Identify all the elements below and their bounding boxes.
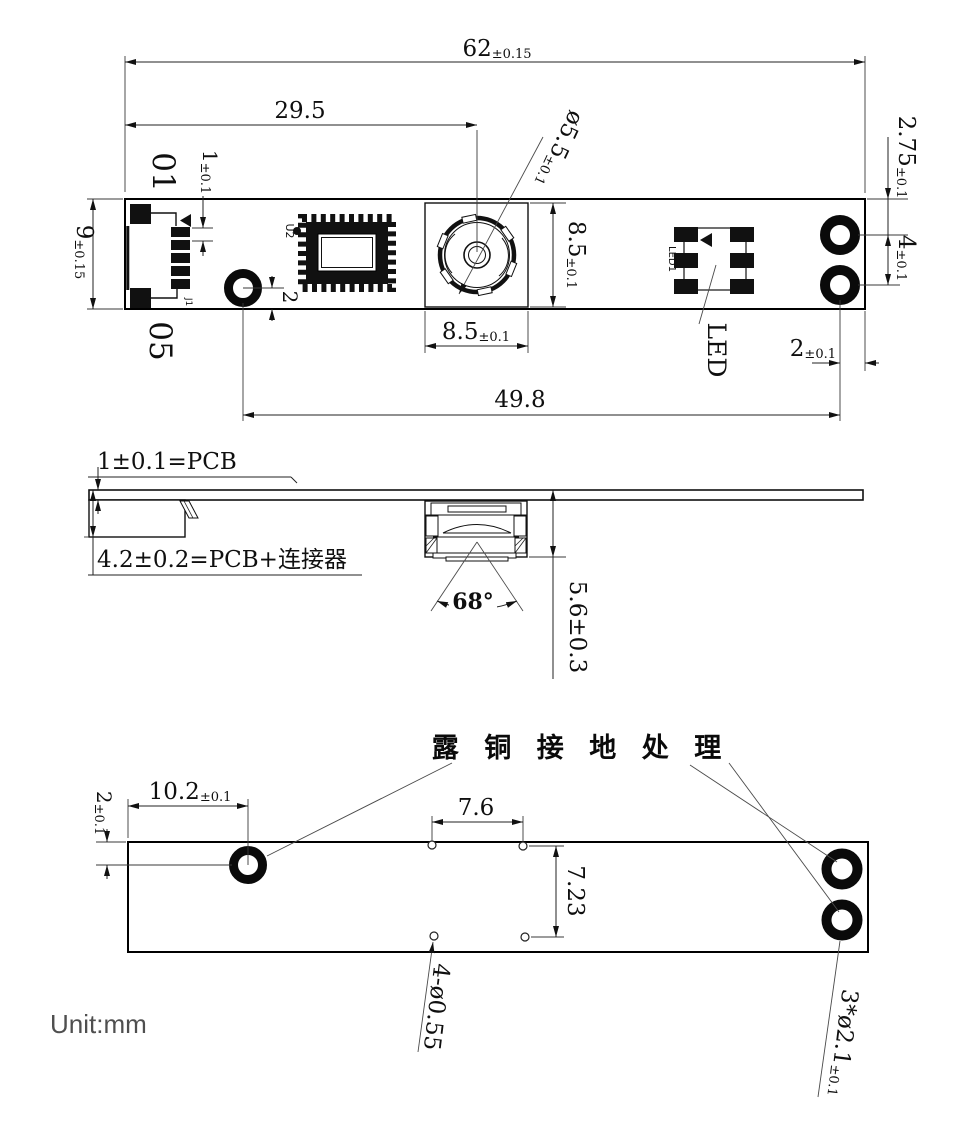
dim-text-8-5-h: 8.5±0.1 <box>442 319 510 345</box>
mount-hole-right-upper <box>820 215 860 255</box>
camera-side-profile <box>424 500 528 562</box>
pcb-board-outline-bottom <box>127 841 869 953</box>
dim-text-68deg: 68° <box>452 589 494 615</box>
dim-hole-spacing: 4±0.1 <box>858 235 919 286</box>
via-d <box>429 931 439 941</box>
pin1-triangle-marker <box>180 214 191 227</box>
ref-designator-u2: U2 <box>283 223 296 238</box>
ref-designator-led1: LED1 <box>666 246 677 272</box>
dim-text-lens-dia: ø5.5±0.1 <box>530 106 588 191</box>
mount-hole-right-upper-bottom <box>821 848 863 890</box>
via-c <box>520 932 530 942</box>
dim-fov-angle: 68° <box>430 541 524 615</box>
dim-text-29-5: 29.5 <box>274 98 325 124</box>
camera-module-top <box>424 202 529 308</box>
dim-text-62: 62±0.15 <box>462 36 531 62</box>
mount-hole-right-lower-bottom <box>821 899 863 941</box>
note-text-pcb-thickness: 1±0.1=PCB <box>97 449 237 475</box>
lens-barrel-tabs <box>436 213 518 297</box>
ic-die <box>317 233 377 272</box>
bottom-view: 露 铜 接 地 处 理 10.2±0.1 2±0.1 7.6 <box>91 733 869 1099</box>
dim-hole-distance: 49.8 <box>242 300 841 421</box>
pcb-profile <box>88 489 864 501</box>
dim-text-7-23: 7.23 <box>562 865 588 916</box>
dim-text-2-right: 2±0.1 <box>790 336 836 362</box>
dim-lens-center-x: 29.5 <box>125 98 478 252</box>
connector-side-profile <box>88 499 199 538</box>
callout-text-vias: 4-ø0.55 <box>418 962 454 1052</box>
ic-u2: U2 <box>283 214 396 292</box>
dim-text-pin-pitch: 1±0.1 <box>197 150 222 194</box>
dim-text-9: 9±0.15 <box>71 225 97 279</box>
dim-module-height: 5.6±0.3 <box>529 490 590 679</box>
dim-via-span-y: 7.23 <box>529 845 588 938</box>
dim-hole-offset-x: 10.2±0.1 <box>127 779 249 865</box>
dim-text-2-hole: 2 <box>278 291 302 304</box>
dim-text-10-2: 10.2±0.1 <box>149 779 232 805</box>
via-a <box>427 840 437 850</box>
dim-text-5-6: 5.6±0.3 <box>564 581 590 673</box>
dim-text-7-6: 7.6 <box>458 795 495 821</box>
dim-text-2-75: 2.75±0.1 <box>893 116 919 199</box>
dim-text-2-bottom: 2±0.1 <box>91 791 116 835</box>
dim-hole-right-offset: 2±0.1 <box>790 311 879 371</box>
copper-ground-note: 露 铜 接 地 处 理 <box>266 733 840 913</box>
note-pcb-thickness: 1±0.1=PCB <box>88 449 298 514</box>
dim-text-4: 4±0.1 <box>893 235 919 281</box>
led-polarity-triangle <box>700 233 712 247</box>
dim-text-8-5-v: 8.5±0.1 <box>563 221 589 289</box>
silkscreen-mark-01: 01 <box>145 152 181 191</box>
dim-hole-top-offset: 2.75±0.1 <box>858 116 919 236</box>
via-b <box>518 841 528 851</box>
callout-text-mount-holes: 3*ø2.1±0.1 <box>823 988 862 1099</box>
dim-hole-to-edge: 2 <box>243 276 302 321</box>
note-text-stack-height: 4.2±0.2=PCB+连接器 <box>97 547 347 573</box>
callout-mount-holes: 3*ø2.1±0.1 <box>817 940 862 1099</box>
callout-vias: 4-ø0.55 <box>417 941 454 1053</box>
led-callout-text: LED <box>702 323 731 378</box>
ref-designator-j1: J1 <box>183 297 193 306</box>
led-component: LED1 <box>666 227 754 294</box>
led-leader-line <box>698 264 717 325</box>
top-view: J1 01 05 U2 <box>71 36 919 421</box>
side-view: 68° 5.6±0.3 1±0.1=PCB 4.2±0.2=PCB+连接器 <box>84 449 864 679</box>
dim-board-width: 62±0.15 <box>124 36 866 193</box>
dim-via-span-x: 7.6 <box>431 795 524 842</box>
note-stack-height: 4.2±0.2=PCB+连接器 <box>84 490 362 576</box>
ic-pins <box>298 214 396 292</box>
dim-camera-height: 8.5±0.1 <box>530 202 589 308</box>
dim-hole-offset-y: 2±0.1 <box>91 791 232 879</box>
dim-board-height: 9±0.15 <box>71 198 123 310</box>
unit-label: Unit:mm <box>50 1009 147 1039</box>
copper-ground-title: 露 铜 接 地 处 理 <box>432 733 731 763</box>
connector-j1: J1 <box>126 204 193 308</box>
dim-text-49-8: 49.8 <box>494 387 545 413</box>
dim-camera-width: 8.5±0.1 <box>424 311 529 353</box>
dim-pin-pitch: 1±0.1 <box>192 150 222 256</box>
silkscreen-mark-05: 05 <box>142 321 178 360</box>
